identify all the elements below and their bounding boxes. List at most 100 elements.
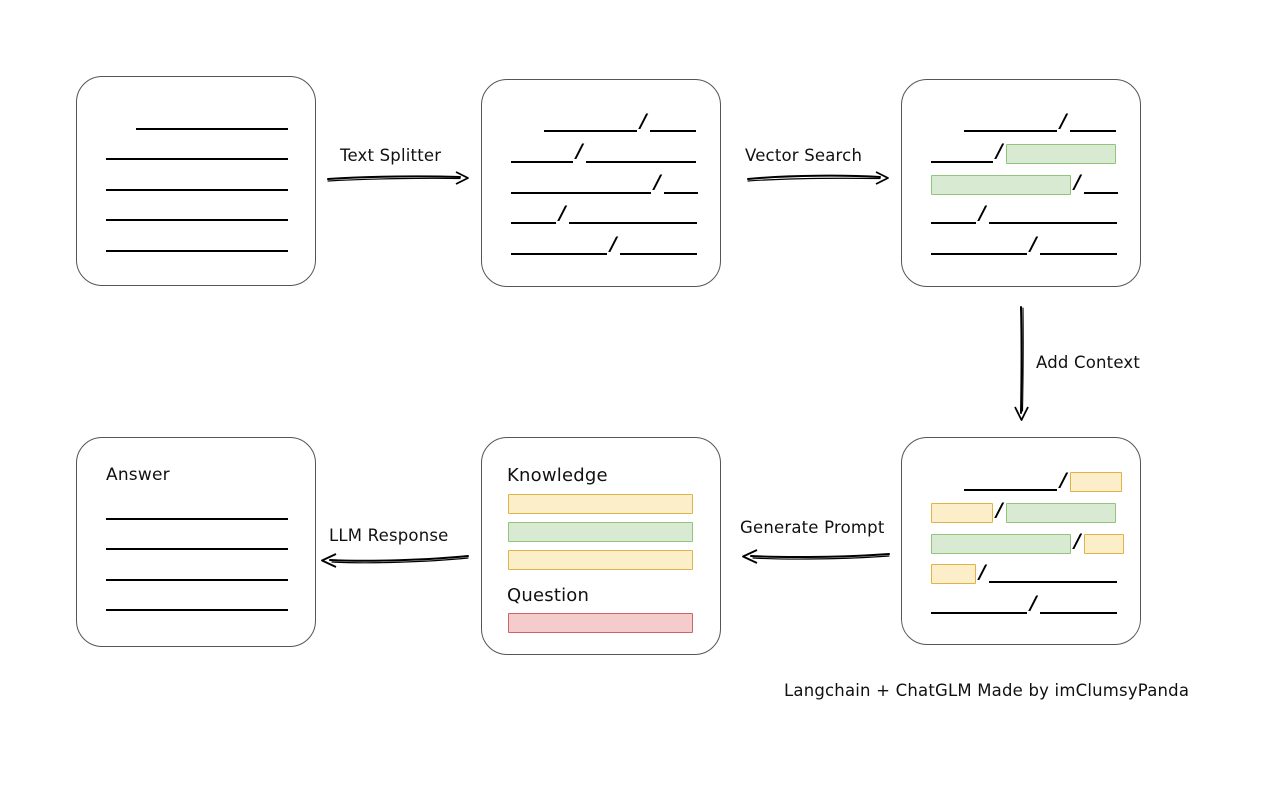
vector-match-slash-separator: / — [1030, 232, 1037, 255]
footer-credit: Langchain + ChatGLM Made by imClumsyPand… — [784, 681, 1190, 700]
split-document-text-line — [544, 130, 637, 132]
split-document-row: / — [511, 171, 698, 196]
context-added-yellow-chip — [1083, 533, 1124, 554]
answer-text-line — [106, 578, 288, 581]
context-added-text-line — [964, 489, 1057, 491]
split-document-box[interactable] — [481, 79, 721, 287]
source-document-text-line — [106, 249, 288, 252]
split-document-indent-gap — [511, 123, 544, 124]
context-added-text-line — [988, 581, 1117, 584]
split-document-text-line — [585, 160, 696, 163]
split-document-text-line — [511, 191, 651, 194]
context-added-slash-separator: / — [1030, 591, 1037, 614]
source-document-indent-gap — [106, 121, 136, 122]
vector-match-row: / — [931, 201, 1117, 226]
source-document-text-line — [106, 219, 288, 222]
source-document-text-line — [136, 128, 288, 130]
vector-match-text-line — [1083, 191, 1118, 194]
edge-arrow-text-splitter — [327, 171, 469, 185]
vector-match-text-line — [931, 222, 976, 225]
edge-arrow-add-context — [1014, 306, 1029, 421]
vector-match-row: / — [931, 109, 1116, 134]
vector-match-row: / — [931, 140, 1116, 165]
question-label: Question — [507, 585, 590, 606]
split-document-slash-separator: / — [654, 171, 661, 194]
context-added-text-line — [931, 612, 1027, 615]
context-added-slash-separator: / — [1074, 530, 1081, 553]
vector-match-slash-separator: / — [996, 140, 1003, 163]
source-document-row — [106, 201, 288, 223]
edge-label-text-splitter: Text Splitter — [340, 146, 442, 165]
split-document-text-line — [649, 130, 696, 132]
answer-row — [106, 500, 288, 522]
vector-match-slash-separator: / — [1074, 171, 1081, 194]
context-added-row: / — [931, 499, 1116, 524]
split-document-text-line — [619, 253, 697, 256]
context-added-row: / — [931, 591, 1117, 616]
vector-match-row: / — [931, 171, 1118, 196]
split-document-row: / — [511, 232, 697, 257]
source-document-row — [106, 110, 288, 132]
knowledge-green-bar — [508, 522, 693, 542]
context-added-slash-separator: / — [1060, 468, 1067, 491]
source-document-row — [106, 140, 288, 162]
knowledge-label: Knowledge — [507, 465, 608, 486]
vector-match-text-line — [931, 160, 993, 163]
vector-match-slash-separator: / — [1060, 109, 1067, 132]
context-added-yellow-chip — [1069, 472, 1122, 492]
split-document-text-line — [511, 160, 573, 163]
context-added-yellow-chip — [931, 564, 976, 585]
answer-text-line — [106, 548, 288, 551]
question-red-bar — [508, 613, 693, 633]
source-document-row — [106, 171, 288, 193]
split-document-text-line — [511, 222, 556, 225]
vector-match-row: / — [931, 232, 1117, 257]
vector-match-text-line — [964, 130, 1057, 132]
answer-row — [106, 591, 288, 613]
context-added-slash-separator: / — [996, 499, 1003, 522]
context-added-green-chip — [931, 533, 1071, 554]
source-document-text-line — [106, 158, 288, 161]
knowledge-yellow-bar — [508, 550, 693, 570]
split-document-slash-separator: / — [576, 140, 583, 163]
vector-match-text-line — [1069, 130, 1116, 132]
split-document-row: / — [511, 201, 697, 226]
vector-match-indent-gap — [931, 123, 964, 124]
answer-box[interactable] — [76, 437, 316, 647]
edge-arrow-vector-search — [747, 171, 889, 185]
vector-match-text-line — [931, 253, 1027, 256]
edge-label-generate-prompt: Generate Prompt — [740, 518, 885, 537]
split-document-slash-separator: / — [610, 232, 617, 255]
split-document-text-line — [511, 253, 607, 256]
vector-match-text-line — [988, 222, 1117, 225]
vector-match-text-line — [1039, 253, 1117, 256]
answer-text-line — [106, 518, 288, 520]
edge-arrow-generate-prompt — [742, 549, 890, 564]
edge-label-vector-search: Vector Search — [745, 146, 863, 165]
edge-label-llm-response: LLM Response — [329, 526, 449, 545]
vector-match-slash-separator: / — [979, 201, 986, 224]
context-added-indent-gap — [931, 482, 964, 483]
split-document-row: / — [511, 109, 696, 134]
split-document-text-line — [568, 222, 697, 225]
split-document-slash-separator: / — [640, 109, 647, 132]
answer-row — [106, 530, 288, 552]
split-document-slash-separator: / — [559, 201, 566, 224]
edge-arrow-llm-response — [321, 553, 469, 568]
answer-row — [106, 561, 288, 583]
knowledge-yellow-bar — [508, 494, 693, 514]
vector-match-green-chip — [931, 174, 1071, 195]
source-document-row — [106, 232, 288, 254]
context-added-green-chip — [1005, 502, 1116, 523]
split-document-text-line — [663, 191, 698, 194]
context-added-slash-separator: / — [979, 560, 986, 583]
answer-text-line — [106, 609, 288, 612]
vector-match-green-chip — [1005, 143, 1116, 164]
context-added-row: / — [931, 560, 1117, 585]
context-added-row: / — [931, 468, 1122, 493]
context-added-text-line — [1039, 612, 1117, 615]
answer-label: Answer — [106, 465, 170, 485]
context-added-row: / — [931, 530, 1124, 555]
edge-label-add-context: Add Context — [1036, 353, 1141, 372]
